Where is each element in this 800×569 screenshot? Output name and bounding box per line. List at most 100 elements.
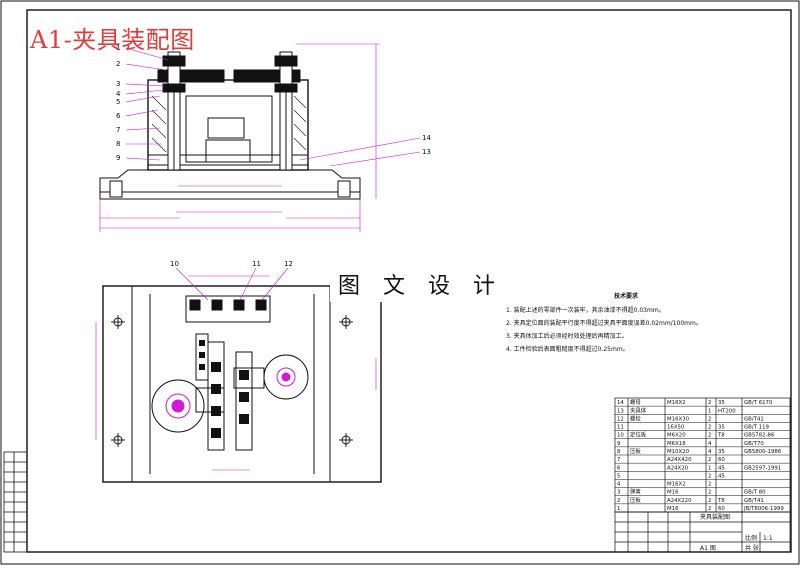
bom-cell: M16	[667, 490, 679, 496]
bom-cell: 4	[708, 449, 712, 455]
bom-cell: 6	[617, 465, 621, 471]
bom-cell: 10	[617, 433, 624, 439]
notes-heading: 技术要求	[613, 293, 638, 300]
bom-cell: 60	[718, 457, 725, 463]
callout-label: 8	[116, 140, 120, 148]
bom-cell: 5	[617, 473, 620, 479]
bom-cell: 11	[617, 425, 624, 431]
bom-cell: 35	[718, 400, 725, 406]
bom-cell: 2	[708, 473, 711, 479]
mount-holes	[111, 315, 353, 447]
bom-cell: 螺母	[630, 398, 641, 406]
bom-cell: GB5800-1986	[744, 449, 782, 455]
bom-cell: GB/T41	[744, 498, 764, 504]
callout-label: 6	[116, 112, 121, 120]
bom-cell: 2	[708, 490, 711, 496]
watermark: 图 文 设 计	[330, 266, 511, 302]
bottom-label: A1 图	[700, 545, 716, 552]
inner-border	[26, 9, 792, 553]
bom-cell: 1	[708, 408, 711, 414]
bom-cell: 60	[718, 506, 725, 512]
bom-cell: 1	[617, 506, 620, 512]
bom-cell: M16X30	[667, 416, 690, 422]
bom-cell: 4	[708, 441, 712, 447]
callout-label: 7	[116, 126, 120, 134]
bom-cell: 8	[617, 449, 621, 455]
left-swing-clamp	[151, 379, 205, 433]
top-view	[95, 267, 382, 483]
top-base-plate	[102, 285, 382, 483]
bom-cell: 压板	[630, 447, 641, 455]
callout-label: 5	[116, 98, 120, 106]
bom-cell: 2	[617, 498, 620, 504]
base-plate	[99, 169, 361, 200]
callout-label: 12	[284, 260, 293, 268]
bom-cell: 7	[617, 457, 620, 463]
bom-cell: JB/T8006-1999	[743, 506, 784, 512]
bom-cell: 2	[708, 433, 711, 439]
sheet-label: 共 张	[745, 544, 759, 552]
callout-label: 3	[116, 80, 120, 88]
title-block	[614, 511, 791, 553]
bom-cell: 35	[718, 449, 725, 455]
bom-cell: A24X220	[667, 498, 692, 504]
bom-cell: HT200	[718, 408, 736, 414]
bom-cell: 12	[617, 416, 624, 422]
callout-label: 1	[116, 44, 120, 52]
bom-cell: GB/T 80	[744, 490, 766, 496]
bom-cell: 16X50	[667, 425, 685, 431]
scale-label: 比例	[745, 534, 757, 542]
bom-cell: 9	[617, 441, 621, 447]
bom-cell: 45	[718, 473, 725, 479]
bom-cell: 4	[617, 482, 621, 488]
bom-cell: M10X20	[667, 449, 690, 455]
callout-label: 10	[170, 260, 179, 268]
callout-label: 9	[116, 154, 120, 162]
bom-cell: 13	[617, 408, 624, 414]
bom-cell: GB/T 119	[744, 425, 770, 431]
bom-cell: 35	[718, 425, 725, 431]
note-item: 2. 夹具定位面的装配平行度不得超过夹具平面度误差0.02mm/100mm。	[506, 320, 702, 327]
callout-label: 2	[116, 60, 120, 68]
bom-cell: GB/T41	[744, 416, 764, 422]
bom-cell: 45	[718, 465, 725, 471]
drawing-name: 夹具装配图	[700, 513, 730, 521]
bom-cell: M16	[667, 506, 679, 512]
note-item: 4. 工件检验后表面粗糙度不得超过0.25mm。	[506, 346, 629, 353]
technical-notes: 技术要求 1. 装配上述的零部件一次装牢，其余油漆不得超0.03mm。 2. 夹…	[506, 290, 746, 356]
bom-cell: T8	[717, 498, 725, 504]
left-revision-strip	[3, 451, 28, 553]
bom-cell: 2	[708, 425, 711, 431]
bom-cell: 弹簧	[630, 488, 641, 496]
bom-cell: M6X18	[667, 441, 686, 447]
front-callouts: 1 2 3 45 6 7 8 9	[116, 44, 121, 162]
bom-cell: 夹具体	[630, 406, 647, 414]
note-item: 1. 装配上述的零部件一次装牢，其余油漆不得超0.03mm。	[506, 307, 665, 314]
bom-cell: 螺栓	[630, 414, 641, 422]
bom-cell: M16X2	[667, 400, 686, 406]
bom-cell: GB5782-86	[744, 433, 775, 439]
bom-cell: 2	[708, 482, 711, 488]
callout-label: 13	[422, 148, 431, 156]
callout-label: 4	[116, 90, 121, 98]
rail-left	[207, 341, 225, 451]
bom-cell: 2	[708, 457, 711, 463]
clamp-body	[147, 79, 309, 171]
bom-cell: GB/T 6170	[744, 400, 773, 406]
bom-cell: M6X20	[667, 433, 686, 439]
sheet-no: 1:1	[763, 535, 773, 542]
note-item: 3. 夹具体加工后必须经时效处理后再精加工。	[506, 333, 628, 340]
bom-cell: 压板	[630, 496, 641, 504]
rail-right	[235, 351, 253, 451]
bom-cell: 14	[617, 400, 624, 406]
bom-cell: 2	[708, 416, 711, 422]
bom-cell: 2	[708, 400, 711, 406]
side-stack	[195, 333, 209, 381]
bom-cell: A24X20	[667, 465, 689, 471]
locating-block	[185, 295, 271, 323]
